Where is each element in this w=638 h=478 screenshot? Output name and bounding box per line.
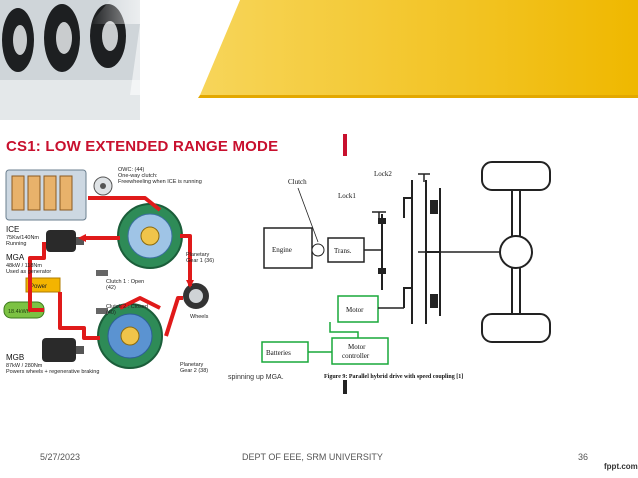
clutch-2-label-1: Clutch 2 : Closed bbox=[106, 304, 148, 310]
clutch-2-icon bbox=[96, 308, 108, 314]
flow-arrow-2-icon bbox=[186, 280, 194, 288]
parallel-hybrid-drive-diagram: Lock2 Lock1 Clutch Engine Trans. Motor B… bbox=[261, 161, 551, 380]
ice-spec-2: Running bbox=[6, 241, 27, 247]
lock2-label: Lock2 bbox=[374, 170, 392, 178]
mgb-motor-icon bbox=[42, 338, 84, 362]
clutch-1-label-2: (42) bbox=[106, 285, 116, 291]
mgb-label: MGB bbox=[6, 353, 24, 362]
motor-controller-label-2: controller bbox=[342, 352, 370, 360]
clutch-disc-icon bbox=[311, 243, 325, 257]
slide-header bbox=[0, 0, 638, 120]
engine-label: Engine bbox=[272, 246, 292, 254]
power-label: Power bbox=[30, 284, 47, 290]
ice-engine-icon bbox=[5, 169, 87, 221]
wheel-icon bbox=[183, 283, 209, 309]
trans-label: Trans. bbox=[334, 247, 352, 255]
speed-coupling-gears bbox=[381, 180, 441, 324]
gear-teeth bbox=[378, 200, 438, 308]
clutch-1-label-1: Clutch 1 : Open bbox=[106, 279, 144, 285]
batteries-label: Batteries bbox=[266, 349, 291, 357]
pg1-label-1: Planetary bbox=[186, 252, 209, 258]
motor-label: Motor bbox=[346, 306, 364, 314]
owc-label-3: Freewheeling when ICE is running bbox=[118, 179, 202, 185]
engine-box bbox=[263, 227, 313, 269]
controller-link bbox=[329, 322, 359, 338]
power-flow-path bbox=[28, 196, 192, 340]
clutch-pointer bbox=[297, 187, 319, 243]
mga-label: MGA bbox=[6, 253, 25, 262]
mgb-spec-2: Powers wheels + regenerative braking bbox=[6, 369, 99, 375]
axle-assembly bbox=[481, 161, 551, 343]
motor-box bbox=[337, 295, 379, 323]
planetary-gear-2-icon bbox=[97, 303, 163, 369]
ice-spec-1: 75Kw/140Nm bbox=[6, 235, 39, 241]
lock2-icon bbox=[418, 173, 430, 182]
fppt-logo: fppt.com bbox=[604, 462, 638, 471]
footer-department: DEPT OF EEE, SRM UNIVERSITY bbox=[242, 452, 383, 462]
figure-caption: Figure 9: Parallel hybrid drive with spe… bbox=[324, 374, 463, 380]
red-accent-bar bbox=[343, 134, 347, 156]
planetary-gear-1-icon bbox=[117, 203, 183, 269]
motor-controller-label-1: Motor bbox=[348, 343, 366, 351]
one-way-clutch-icon bbox=[93, 176, 113, 196]
lock1-label: Lock1 bbox=[338, 192, 356, 200]
ice-label: ICE bbox=[6, 225, 19, 234]
flow-arrow-1-icon bbox=[78, 234, 86, 242]
mga-spec-1: 48kW / 118Nm bbox=[6, 263, 42, 269]
clutch-1-icon bbox=[96, 270, 108, 276]
low-extended-range-mode-diagram: OWC: (44) One-way clutch: Freewheeling w… bbox=[0, 158, 232, 390]
clutch-label: Clutch bbox=[288, 178, 307, 186]
black-accent-bar bbox=[343, 380, 347, 394]
owc-label-1: OWC: (44) bbox=[118, 167, 144, 173]
mga-motor-icon bbox=[46, 230, 84, 252]
slide-title: CS1: LOW EXTENDED RANGE MODE bbox=[6, 138, 279, 155]
wheels-label: Wheels bbox=[190, 314, 209, 320]
footer-page-number: 36 bbox=[578, 452, 589, 462]
lock1-icon bbox=[372, 211, 386, 220]
pg1-label-2: Gear 1 (36) bbox=[186, 258, 214, 264]
pg2-label-1: Planetary bbox=[180, 362, 203, 368]
footer-date: 5/27/2023 bbox=[40, 452, 81, 462]
power-box bbox=[25, 277, 61, 293]
clutch-2-label-2: (40) bbox=[106, 310, 116, 316]
motor-controller-box bbox=[331, 337, 389, 365]
mga-spec-2: Used as generator bbox=[6, 269, 51, 275]
pg2-label-2: Gear 2 (38) bbox=[180, 368, 208, 374]
owc-label-2: One-way clutch: bbox=[118, 173, 158, 179]
battery-label: 18.4kWh bbox=[8, 309, 30, 315]
caption-fragment: spinning up MGA. bbox=[228, 374, 284, 381]
mgb-spec-1: 87kW / 280Nm bbox=[6, 363, 43, 369]
